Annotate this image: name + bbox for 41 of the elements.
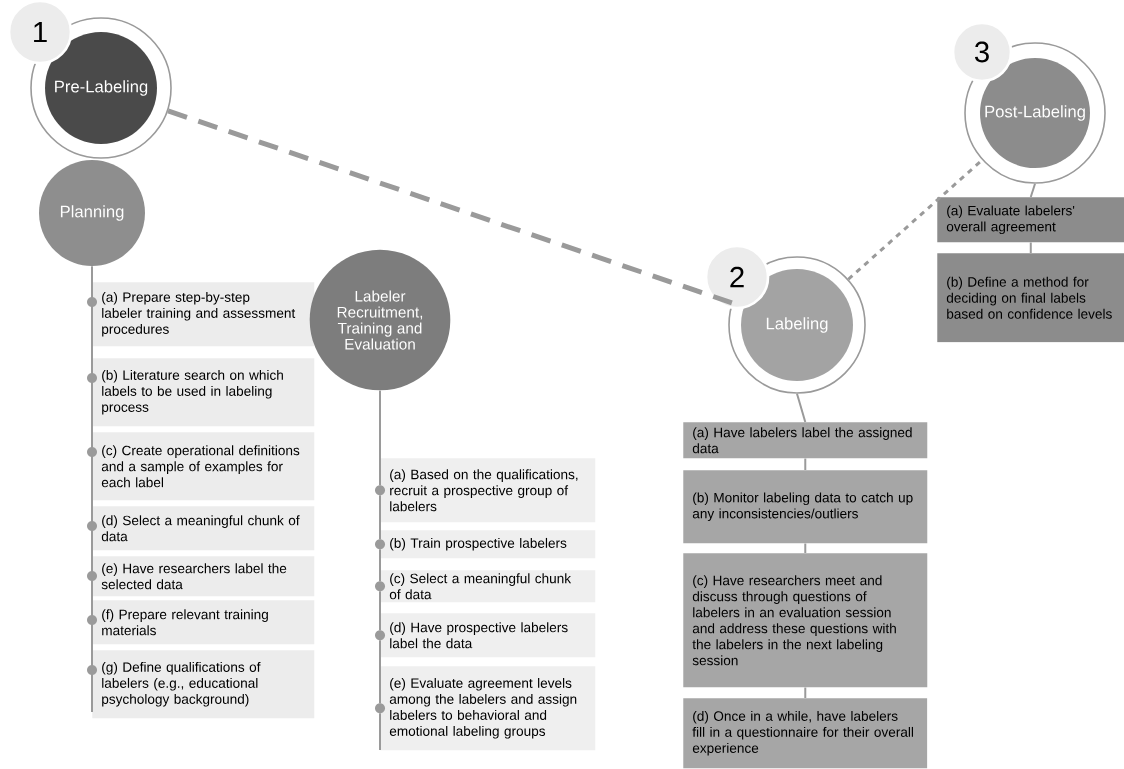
timeline-line bbox=[379, 548, 381, 583]
timeline-line bbox=[91, 265, 93, 298]
step-box: (e) Evaluate agreement levels among the labelers and assign labelers to behavioral and emotional labeling groups bbox=[375, 666, 596, 751]
step-box: (a) Have labelers label the assigned data bbox=[683, 422, 928, 459]
number-badge: 2 bbox=[704, 244, 770, 310]
timeline-line bbox=[91, 382, 93, 448]
step-box: (d) Select a meaningful chunk of data bbox=[87, 506, 315, 551]
step-box: (d) Have prospective labelers label the data bbox=[375, 613, 596, 658]
timeline-line bbox=[91, 306, 93, 374]
timeline-line bbox=[91, 624, 93, 666]
step-box: (f) Prepare relevant training materials bbox=[87, 600, 315, 645]
connector-line bbox=[796, 392, 807, 423]
timeline-line bbox=[379, 590, 381, 632]
connector-line bbox=[1029, 241, 1032, 254]
timeline-line bbox=[379, 389, 381, 487]
step-box: (c) Have researchers meet and discuss through questions of labelers in an evaluation session and address these questions with the labelers in the next labeling session bbox=[683, 553, 928, 688]
dashed-connector bbox=[847, 158, 984, 281]
step-box: (g) Define qualifications of labelers (e.g., educational psychology background) bbox=[87, 650, 315, 719]
step-box: (a) Prepare step-by-step labeler training and assessment procedures bbox=[87, 282, 315, 347]
connector-line bbox=[804, 686, 807, 699]
step-box: (e) Have researchers label the selected data bbox=[87, 556, 315, 597]
timeline-line bbox=[379, 494, 381, 541]
connector-line bbox=[804, 457, 807, 471]
number-badge: 1 bbox=[7, 0, 73, 65]
timeline-line bbox=[91, 580, 93, 616]
step-box: (b) Train prospective labelers bbox=[375, 530, 596, 559]
step-box: (c) Select a meaningful chunk of data bbox=[375, 570, 596, 603]
dashed-connector bbox=[167, 108, 733, 306]
timeline-line bbox=[91, 456, 93, 522]
connector-line bbox=[1029, 182, 1036, 198]
number-badge: 3 bbox=[951, 21, 1013, 83]
step-box: (a) Evaluate labelers' overall agreement bbox=[937, 197, 1124, 243]
step-box: (a) Based on the qualifications, recruit a prospective group of labelers bbox=[375, 458, 596, 523]
step-box: (b) Literature search on which labels to be used in labeling process bbox=[87, 358, 315, 427]
timeline-line bbox=[91, 530, 93, 572]
step-box: (c) Create operational definitions and a sample of examples for each label bbox=[87, 432, 315, 501]
step-box: (b) Monitor labeling data to catch up any inconsistencies/outliers bbox=[683, 470, 928, 544]
connector-line bbox=[804, 542, 807, 554]
timeline-line bbox=[379, 639, 381, 705]
step-box: (d) Once in a while, have labelers fill in a questionnaire for their overall experience bbox=[683, 698, 928, 769]
step-box: (b) Define a method for deciding on final labels based on confidence levels bbox=[937, 253, 1124, 343]
